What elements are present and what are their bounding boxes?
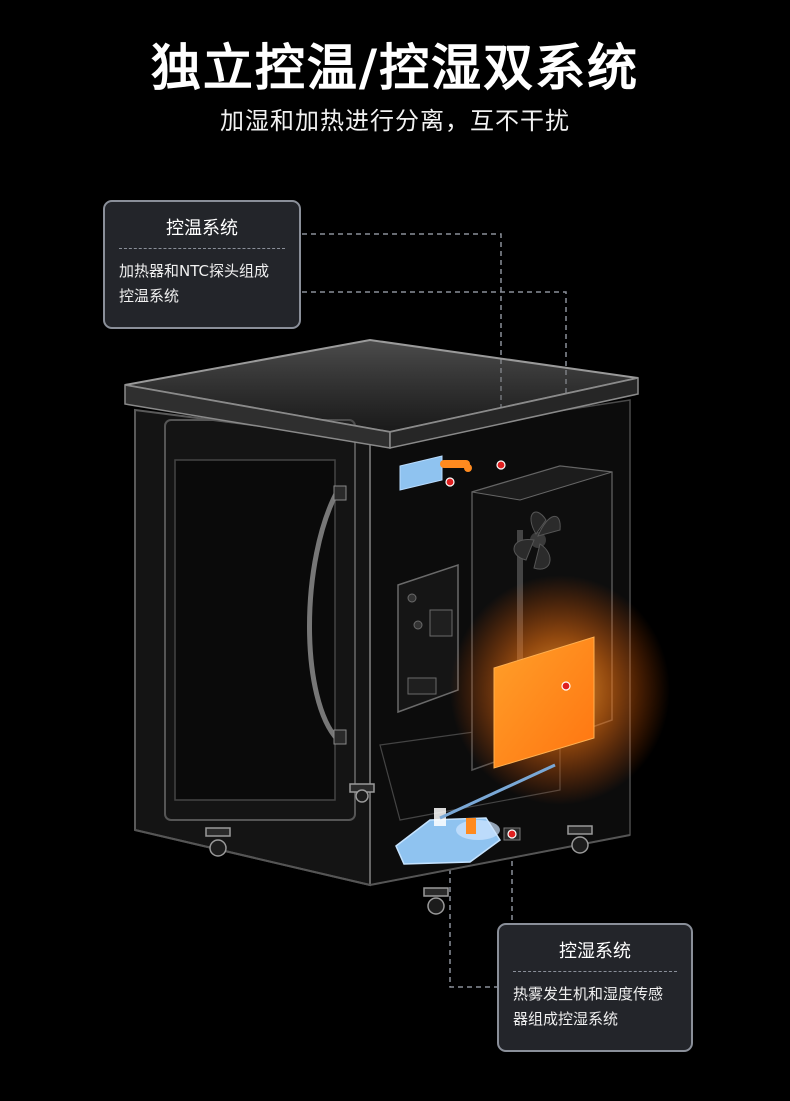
- caster-back-right: [567, 825, 593, 854]
- humidity-system-callout: 控湿系统 热雾发生机和湿度传感 器组成控湿系统: [497, 923, 693, 1052]
- marker-probe-tip: [445, 477, 455, 487]
- callout-divider: [513, 971, 677, 972]
- callout-body: 热雾发生机和湿度传感 器组成控湿系统: [499, 972, 691, 1032]
- marker-heater: [561, 681, 571, 691]
- caster-inner: [349, 783, 375, 803]
- fan-icon: [513, 511, 561, 570]
- callout-line: 控温系统: [119, 287, 180, 305]
- leader-line-mist-unit: [449, 482, 497, 988]
- caster-wheels: [205, 783, 593, 915]
- caster-front-left: [205, 827, 231, 857]
- marker-humidity-sensor: [507, 829, 517, 839]
- ntc-probe: [399, 455, 472, 491]
- page-title: 独立控温/控湿双系统: [150, 39, 640, 97]
- callout-title: 控温系统: [166, 218, 238, 239]
- control-board: [397, 563, 459, 714]
- page-subtitle: 加湿和加热进行分离，互不干扰: [220, 107, 570, 135]
- callout-line: 器组成控湿系统: [513, 1010, 619, 1028]
- marker-probe: [496, 460, 506, 470]
- callout-line: 加热器和NTC探头组成: [119, 262, 269, 280]
- callout-divider: [119, 248, 285, 249]
- callout-line: 热雾发生机和湿度传感: [513, 985, 664, 1003]
- heater-plate: [493, 636, 595, 769]
- mist-generator: [395, 763, 556, 865]
- caster-front-center: [423, 887, 449, 915]
- callout-title: 控湿系统: [559, 941, 631, 962]
- red-dot-marker: [445, 460, 571, 839]
- callout-body: 加热器和NTC探头组成 控温系统: [105, 249, 299, 309]
- temperature-system-callout: 控温系统 加热器和NTC探头组成 控温系统: [103, 200, 301, 329]
